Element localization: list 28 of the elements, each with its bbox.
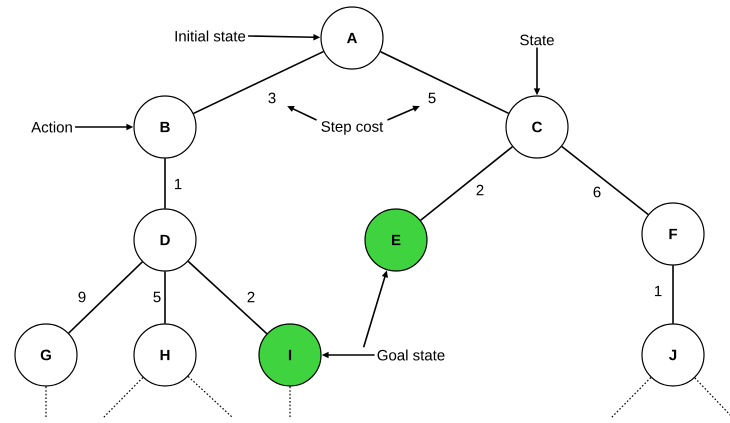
dotted-line: [102, 377, 144, 418]
annotation-text: Initial state: [176, 30, 246, 42]
connector-line: [561, 146, 649, 216]
connector-line: [188, 260, 268, 334]
annotation-text: State: [520, 34, 554, 46]
edge-label: 6: [594, 186, 601, 198]
edge-label: 2: [248, 292, 254, 302]
edge-label: 1: [174, 178, 182, 190]
edge-label: 1: [654, 286, 662, 296]
connector-line: [164, 158, 166, 208]
connector-line: [68, 261, 143, 334]
connector-line: [672, 266, 674, 324]
connector-line: [420, 146, 513, 221]
dotted-line: [610, 377, 652, 418]
dotted-line: [45, 386, 47, 418]
edge-label: 2: [476, 184, 484, 196]
annotation-text: Step cost: [321, 121, 384, 135]
connector-line: [164, 272, 166, 324]
annotation-text: Goal state: [378, 350, 444, 360]
connector-line: [380, 50, 509, 114]
edge-label: 3: [268, 92, 276, 104]
annotation-text: Action: [31, 122, 72, 132]
edge-label: 9: [78, 292, 86, 302]
connector-line: [193, 50, 324, 114]
dotted-line: [188, 376, 234, 418]
edge-label: 5: [153, 292, 161, 302]
edge-label: 5: [428, 92, 436, 104]
dotted-line: [289, 386, 291, 418]
